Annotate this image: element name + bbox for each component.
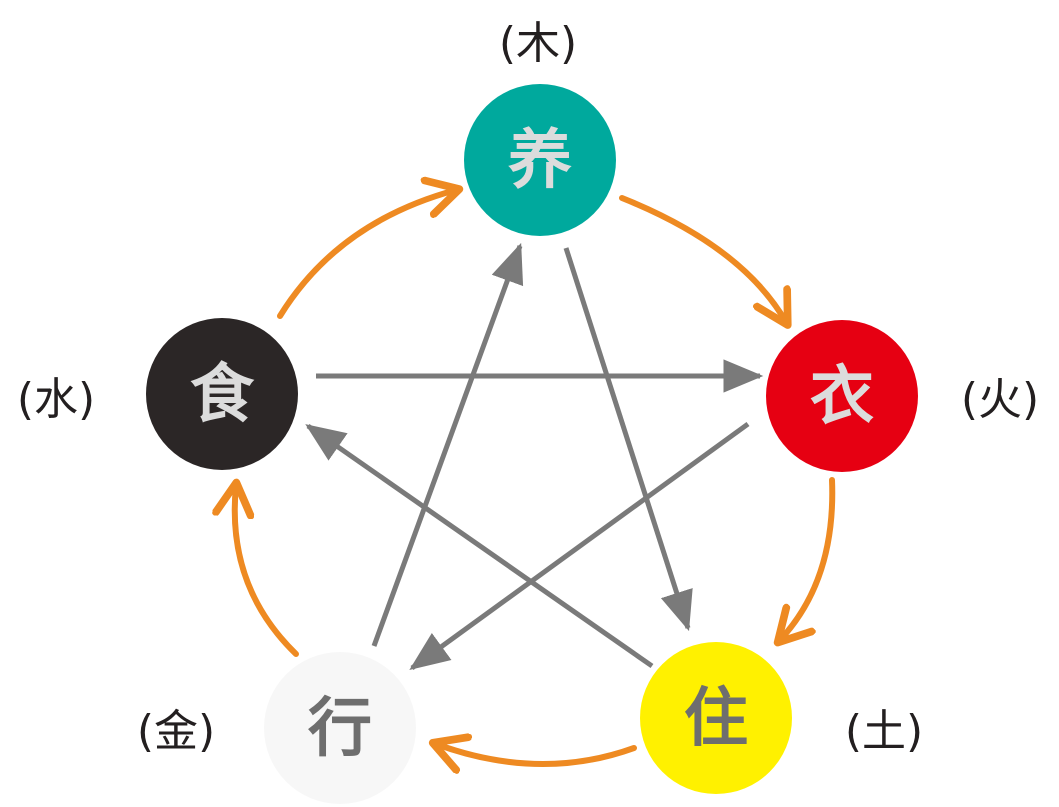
element-label-fire: (火) [961, 374, 1039, 425]
control-arrow-yang-to-zhu [563, 247, 693, 632]
node-shi-char: 食 [190, 358, 255, 432]
node-yi-circle [766, 320, 918, 472]
node-xing-circle [264, 652, 416, 804]
control-arrow-zhu-to-shi [305, 423, 654, 669]
element-label-water: (水) [17, 374, 95, 425]
generating-arrows [235, 190, 836, 764]
generate-arrow-xing-to-shi [235, 486, 299, 657]
node-yang: 养 [464, 84, 616, 236]
generate-arrow-zhu-to-xing [436, 744, 637, 764]
node-zhu-char: 住 [684, 682, 748, 756]
control-arrow-yi-to-xing [409, 421, 750, 671]
element-label-earth: (土) [845, 706, 923, 757]
generate-arrow-shi-to-yang [277, 190, 456, 319]
node-xing-char: 行 [308, 692, 372, 766]
node-yi-char: 衣 [810, 360, 874, 434]
node-zhu: 住 [640, 642, 792, 794]
generate-arrow-yang-to-yi [619, 195, 786, 322]
generate-arrow-yi-to-zhu [780, 477, 836, 640]
controlling-arrows [305, 242, 764, 671]
node-zhu-circle [640, 642, 792, 794]
node-yang-circle [464, 84, 616, 236]
control-arrow-xing-to-yang [371, 242, 524, 647]
node-yang-char: 养 [508, 124, 572, 198]
node-yi: 衣 [766, 320, 918, 472]
node-shi: 食 [146, 318, 298, 470]
element-label-metal: (金) [137, 706, 215, 757]
node-xing: 行 [264, 652, 416, 804]
node-shi-circle [146, 318, 298, 470]
element-label-wood: (木) [499, 18, 577, 69]
